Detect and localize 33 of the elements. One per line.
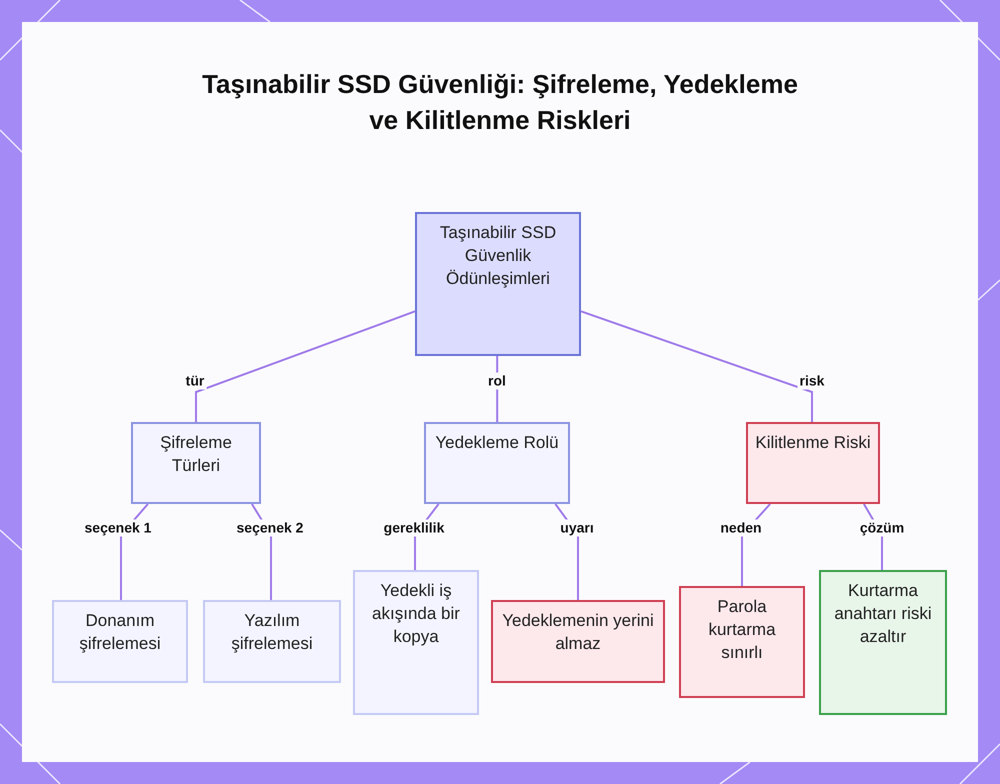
diagram-title: Taşınabilir SSD Güvenliği: Şifreleme, Yedekleme ve Kilitlenme Riskleri bbox=[201, 68, 799, 137]
concept-box bbox=[679, 586, 805, 698]
edge-label: rol bbox=[486, 372, 508, 390]
edge-label: seçenek 1 bbox=[82, 520, 154, 536]
concept-box bbox=[52, 600, 188, 683]
concept-box bbox=[415, 212, 581, 356]
node-text: Yedekli iş akışında bir kopya bbox=[371, 580, 461, 648]
edge-label: seçenek 2 bbox=[234, 520, 306, 536]
connector-line bbox=[496, 356, 498, 422]
node-text: Kurtarma anahtarı riski azaltır bbox=[833, 580, 933, 648]
edge-label: uyarı bbox=[558, 520, 596, 536]
edge-label: çözüm bbox=[858, 520, 906, 536]
connector-line bbox=[195, 310, 416, 422]
concept-box bbox=[131, 422, 261, 504]
edge-label: risk bbox=[798, 372, 826, 390]
concept-box bbox=[819, 570, 947, 715]
edge-label: gereklilik bbox=[382, 520, 446, 536]
node-text: Yazılım şifrelemesi bbox=[230, 610, 314, 655]
edge-label: tür bbox=[184, 372, 206, 390]
node-text: Yedeklemenin yerini almaz bbox=[501, 610, 655, 655]
node-text: Taşınabilir SSD Güvenlik Ödünleşimleri bbox=[438, 222, 558, 290]
node-text: Kilitlenme Riski bbox=[754, 432, 872, 454]
connector-line bbox=[580, 310, 813, 422]
concept-box bbox=[353, 570, 479, 715]
concept-box bbox=[746, 422, 880, 504]
edge-label: neden bbox=[718, 520, 764, 536]
node-text: Şifreleme Türleri bbox=[159, 432, 233, 477]
node-text: Donanım şifrelemesi bbox=[78, 610, 162, 655]
concept-box bbox=[203, 600, 341, 683]
node-text: Parola kurtarma sınırlı bbox=[707, 596, 777, 664]
concept-box bbox=[491, 600, 665, 683]
concept-box bbox=[424, 422, 570, 504]
node-text: Yedekleme Rolü bbox=[434, 432, 560, 454]
